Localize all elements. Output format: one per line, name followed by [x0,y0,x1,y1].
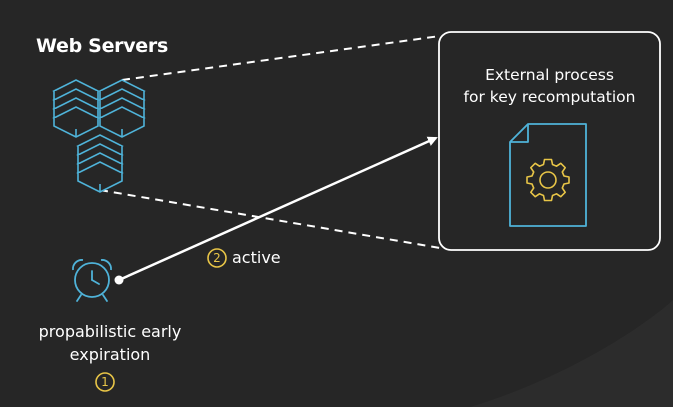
dashed-line-bottom [99,189,441,249]
background-shade [470,300,673,407]
step-2-number: 2 [213,251,221,265]
active-label: active [232,248,281,267]
step-2-badge [207,248,227,268]
process-box-title: External process for key recomputation [439,64,660,108]
dashed-line-top [121,35,441,81]
web-servers-title: Web Servers [36,35,168,57]
early-expiration-line2: expiration [69,345,151,364]
process-box-title-line1: External process [485,66,614,84]
process-box-title-line2: for key recomputation [463,88,636,106]
step-1-badge [95,372,115,392]
server-stack-icon [53,79,145,193]
active-arrow [118,136,438,282]
early-expiration-line1: propabilistic early [38,322,182,341]
alarm-clock-icon [72,259,112,302]
gear-icon [526,158,570,202]
file-gear-icon [509,123,587,227]
arrow-start-dot [114,275,124,285]
process-box [438,31,661,251]
early-expiration-label: propabilistic early expiration [10,320,210,366]
step-1-number: 1 [101,375,109,389]
